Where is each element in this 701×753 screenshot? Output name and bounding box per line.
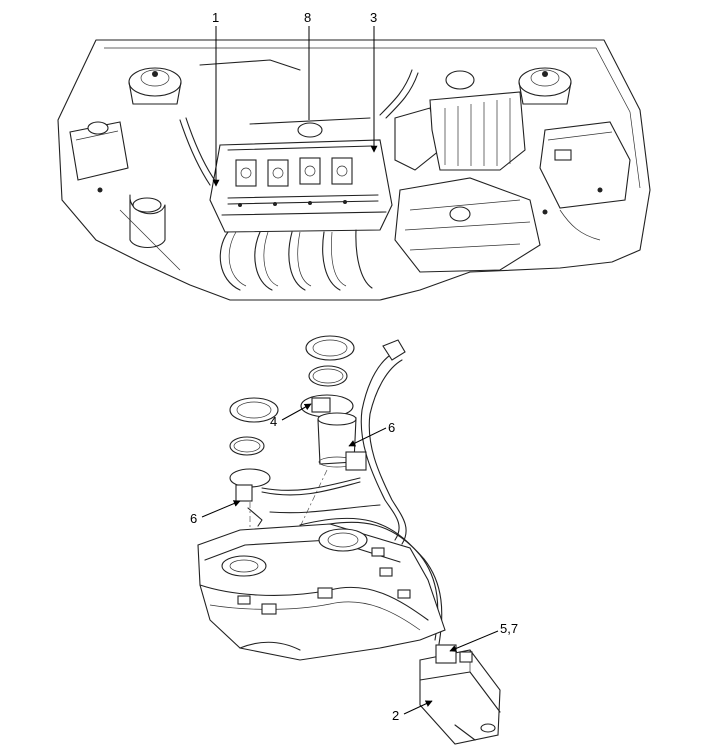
leader-arrow-6-left <box>201 500 241 518</box>
callout-6-left: 6 <box>190 500 241 526</box>
air-cleaner <box>394 70 526 171</box>
callout-label-1: 1 <box>212 10 219 25</box>
fuel-system-illustration <box>197 335 501 745</box>
callout-3: 3 <box>370 10 378 153</box>
engine-cover-right <box>394 177 541 273</box>
leader-arrow-5-7 <box>449 630 499 652</box>
engine-cylinder-head <box>209 117 393 233</box>
callout-4: 4 <box>270 403 312 429</box>
leader-arrow-6-right <box>348 427 387 447</box>
callout-6-right: 6 <box>348 420 395 447</box>
callout-label-6-left: 6 <box>190 511 197 526</box>
right-strut-tower <box>518 67 572 105</box>
engine-bay-illustration <box>57 39 651 301</box>
fuel-tank <box>197 523 446 661</box>
intake-manifold <box>219 229 373 291</box>
callout-label-5-7: 5,7 <box>500 621 518 636</box>
callout-label-3: 3 <box>370 10 377 25</box>
canister <box>419 644 501 745</box>
fuel-sender-gasket-rings-left <box>229 397 279 456</box>
callout-label-2: 2 <box>392 708 399 723</box>
fuel-pump-module <box>300 394 367 471</box>
fuel-pump-gasket-rings-right <box>305 335 355 387</box>
callout-label-8: 8 <box>304 10 311 25</box>
battery <box>539 121 631 209</box>
fuel-filler-neck-tube <box>360 339 407 545</box>
fuel-sender-unit <box>229 468 271 527</box>
left-strut-tower <box>128 67 182 105</box>
leader-arrow-4 <box>281 403 312 421</box>
callout-2: 2 <box>392 700 433 723</box>
callout-label-4: 4 <box>270 414 277 429</box>
coolant-reservoir <box>87 121 166 249</box>
callout-8: 8 <box>304 10 311 120</box>
callout-label-6-right: 6 <box>388 420 395 435</box>
callout-5-7: 5,7 <box>449 621 518 652</box>
leader-arrow-2 <box>403 700 433 715</box>
callout-1: 1 <box>212 10 220 187</box>
